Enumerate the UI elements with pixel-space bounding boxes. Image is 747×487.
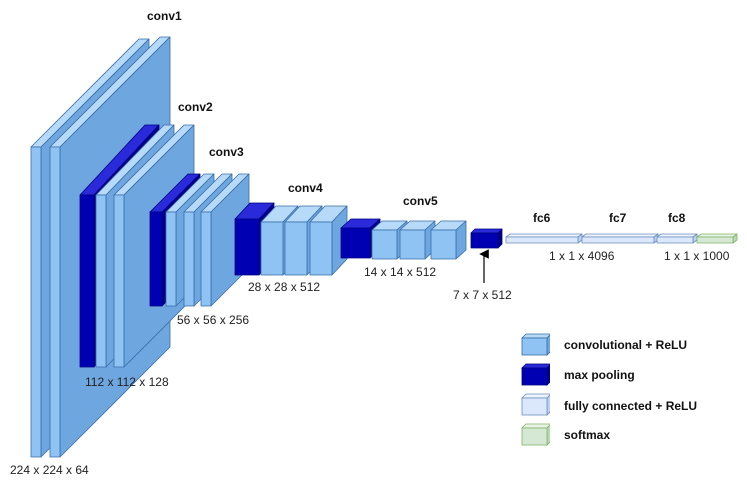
dim-14-label: 14 x 14 x 512 [364,265,437,279]
softmax-block [696,233,738,244]
legend-fc-swatch [521,393,550,416]
legend-pool-label: max pooling [564,368,635,382]
fc8-block-front [656,236,694,244]
fc6-block-top [505,233,583,238]
legend-pool-swatch [521,363,550,386]
fc8-block-top [656,233,698,238]
conv4-block-1-front [260,221,284,276]
conv5-block-3 [430,220,467,260]
dim-56-label: 56 x 56 x 256 [177,313,250,327]
conv2-block-1-front [95,194,107,368]
legend-swatches [521,333,550,446]
legend-fc-label: fully connected + ReLU [564,399,698,413]
conv4-block-3 [309,205,348,276]
dim-7-label: 7 x 7 x 512 [453,288,512,302]
conv5-block-2 [399,220,436,260]
fc8-label: fc8 [668,211,686,225]
fc7-block-front [581,236,655,244]
fc6-label: fc6 [533,211,551,225]
legend-conv-label: convolutional + ReLU [564,338,688,352]
conv3-block-3-front [200,211,212,307]
conv3-block-3 [200,173,250,307]
conv1-block-2-front [49,146,61,458]
pool1-block-front [79,194,95,368]
fc6-block-front [505,236,579,244]
conv1-label: conv1 [147,9,182,23]
conv5-block-1-front [371,229,398,260]
conv3-block-2-front [183,211,195,307]
dim-224-label: 224 x 224 x 64 [10,463,89,477]
fc8-block [656,233,698,244]
dim-28-label: 28 x 28 x 512 [248,280,321,294]
conv5-block-3-front [430,229,457,260]
fc7-block [581,233,659,244]
dim-fc1000-label: 1 x 1 x 1000 [664,249,730,263]
legend-softmax-label: softmax [564,428,611,442]
pool5-block-top [470,228,503,234]
conv1-block-1-front [30,146,42,458]
conv3-block-1-front [165,211,177,307]
conv3-label: conv3 [209,145,244,159]
softmax-block-front [696,236,734,244]
dim-112-label: 112 x 112 x 128 [85,375,169,389]
pool5-block-side [497,228,503,249]
pool5-block [470,228,503,249]
pool4-block-front [340,227,371,259]
conv5-block-2-front [399,229,426,260]
conv4-label: conv4 [288,181,323,195]
legend-conv-swatch [521,333,550,356]
fc7-block-top [581,233,659,238]
conv2-label: conv2 [178,100,213,114]
dim-fc4096-label: 1 x 1 x 4096 [549,249,615,263]
pool5-block-front [470,232,499,249]
softmax-block-top [696,233,738,238]
conv5-label: conv5 [403,194,438,208]
conv4-block-2-front [284,221,308,276]
conv4-block-3-front [309,221,333,276]
fc6-block [505,233,583,244]
conv2-block-2-front [113,194,125,368]
pool2-block-front [149,211,163,307]
pool3-block-front [234,218,260,276]
legend: convolutional + ReLU max pooling fully c… [510,330,740,450]
legend-softmax-swatch [521,423,550,446]
fc7-label: fc7 [609,211,627,225]
